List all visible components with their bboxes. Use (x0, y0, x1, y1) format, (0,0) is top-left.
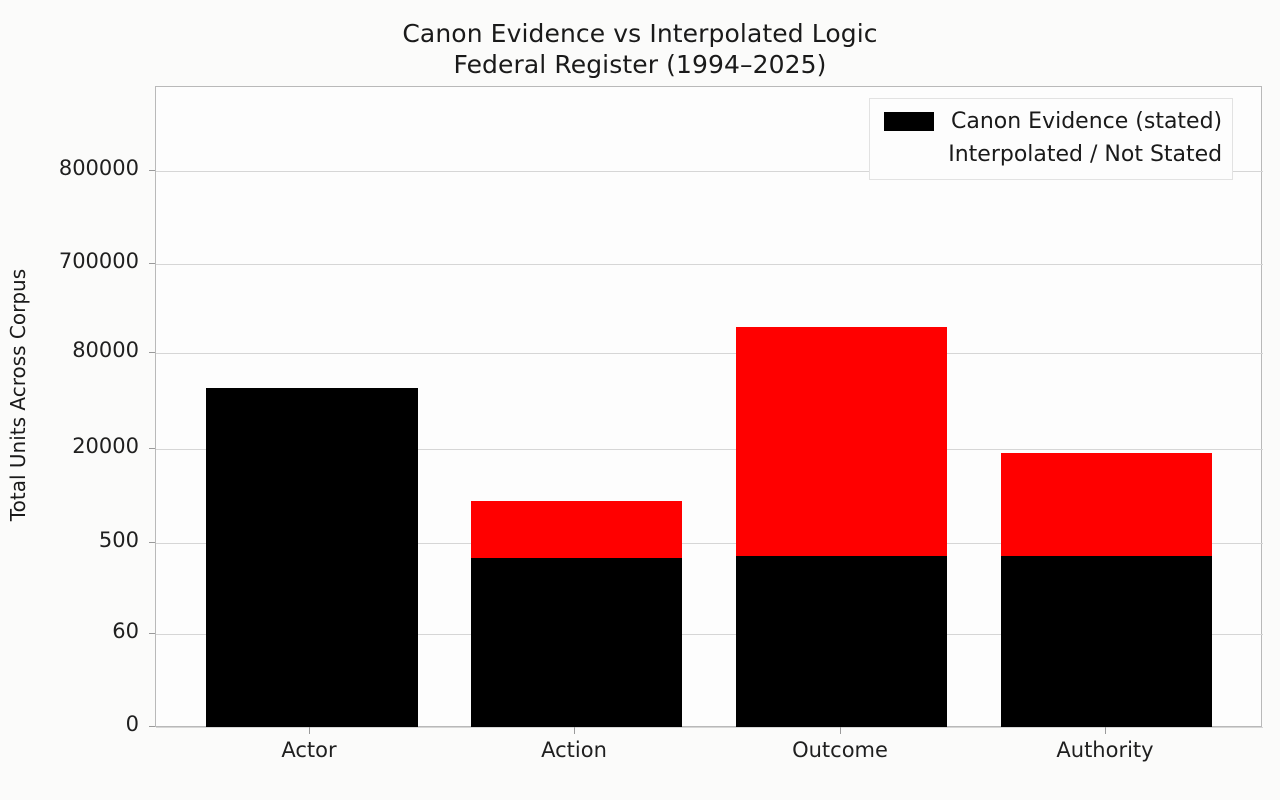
gridline-0 (156, 727, 1263, 728)
gridline-60 (156, 634, 1263, 635)
x-tick-mark-action (574, 727, 575, 734)
bar-outcome-interpolated[interactable] (736, 327, 947, 556)
bar-outcome-canon-evidence[interactable] (736, 556, 947, 727)
x-tick-mark-authority (1105, 727, 1106, 734)
x-tick-label-action: Action (541, 738, 607, 762)
bar-actor-canon-evidence[interactable] (206, 388, 418, 727)
y-tick-mark-80000 (149, 352, 155, 353)
plot-inner (156, 87, 1263, 728)
x-tick-mark-actor (309, 727, 310, 734)
chart-legend: Canon Evidence (stated) Interpolated / N… (869, 98, 1234, 180)
legend-entry-interpolated: Interpolated / Not Stated (884, 138, 1222, 171)
y-tick-mark-700000 (149, 263, 155, 264)
legend-label-canon-evidence: Canon Evidence (stated) (951, 109, 1223, 134)
x-tick-label-actor: Actor (281, 738, 337, 762)
gridline-500 (156, 543, 1263, 544)
y-tick-mark-0 (149, 726, 155, 727)
bar-action-canon-evidence[interactable] (471, 558, 682, 727)
bar-authority-canon-evidence[interactable] (1001, 556, 1212, 727)
y-tick-label-60: 60 (112, 619, 139, 643)
x-tick-mark-outcome (840, 727, 841, 734)
bar-authority-interpolated[interactable] (1001, 453, 1212, 556)
plot-area (155, 86, 1263, 728)
y-tick-label-800000: 800000 (58, 156, 139, 180)
gridline-700000 (156, 264, 1263, 265)
legend-label-interpolated: Interpolated / Not Stated (948, 142, 1223, 167)
legend-swatch-canon-evidence (884, 112, 934, 131)
y-tick-mark-60 (149, 633, 155, 634)
y-tick-label-80000: 80000 (72, 338, 139, 362)
gridline-800000 (156, 171, 1263, 172)
y-tick-label-0: 0 (125, 712, 139, 736)
x-tick-label-authority: Authority (1056, 738, 1154, 762)
gridline-20000 (156, 449, 1263, 450)
y-tick-mark-500 (149, 542, 155, 543)
y-tick-mark-20000 (149, 448, 155, 449)
y-tick-label-700000: 700000 (58, 249, 139, 273)
y-tick-mark-800000 (149, 170, 155, 171)
y-tick-label-500: 500 (98, 528, 139, 552)
gridline-80000 (156, 353, 1263, 354)
chart-title-subtitle: Federal Register (1994–2025) (453, 50, 827, 79)
chart-title-line-1: Canon Evidence vs Interpolated Logic (402, 19, 878, 48)
legend-entry-canon-evidence: Canon Evidence (stated) (884, 105, 1222, 138)
bar-action-interpolated[interactable] (471, 501, 682, 558)
y-axis-title: Total Units Across Corpus (6, 268, 30, 522)
chart-title: Canon Evidence vs Interpolated Logic Fed… (0, 18, 1280, 80)
x-tick-label-outcome: Outcome (792, 738, 888, 762)
y-tick-label-20000: 20000 (72, 434, 139, 458)
